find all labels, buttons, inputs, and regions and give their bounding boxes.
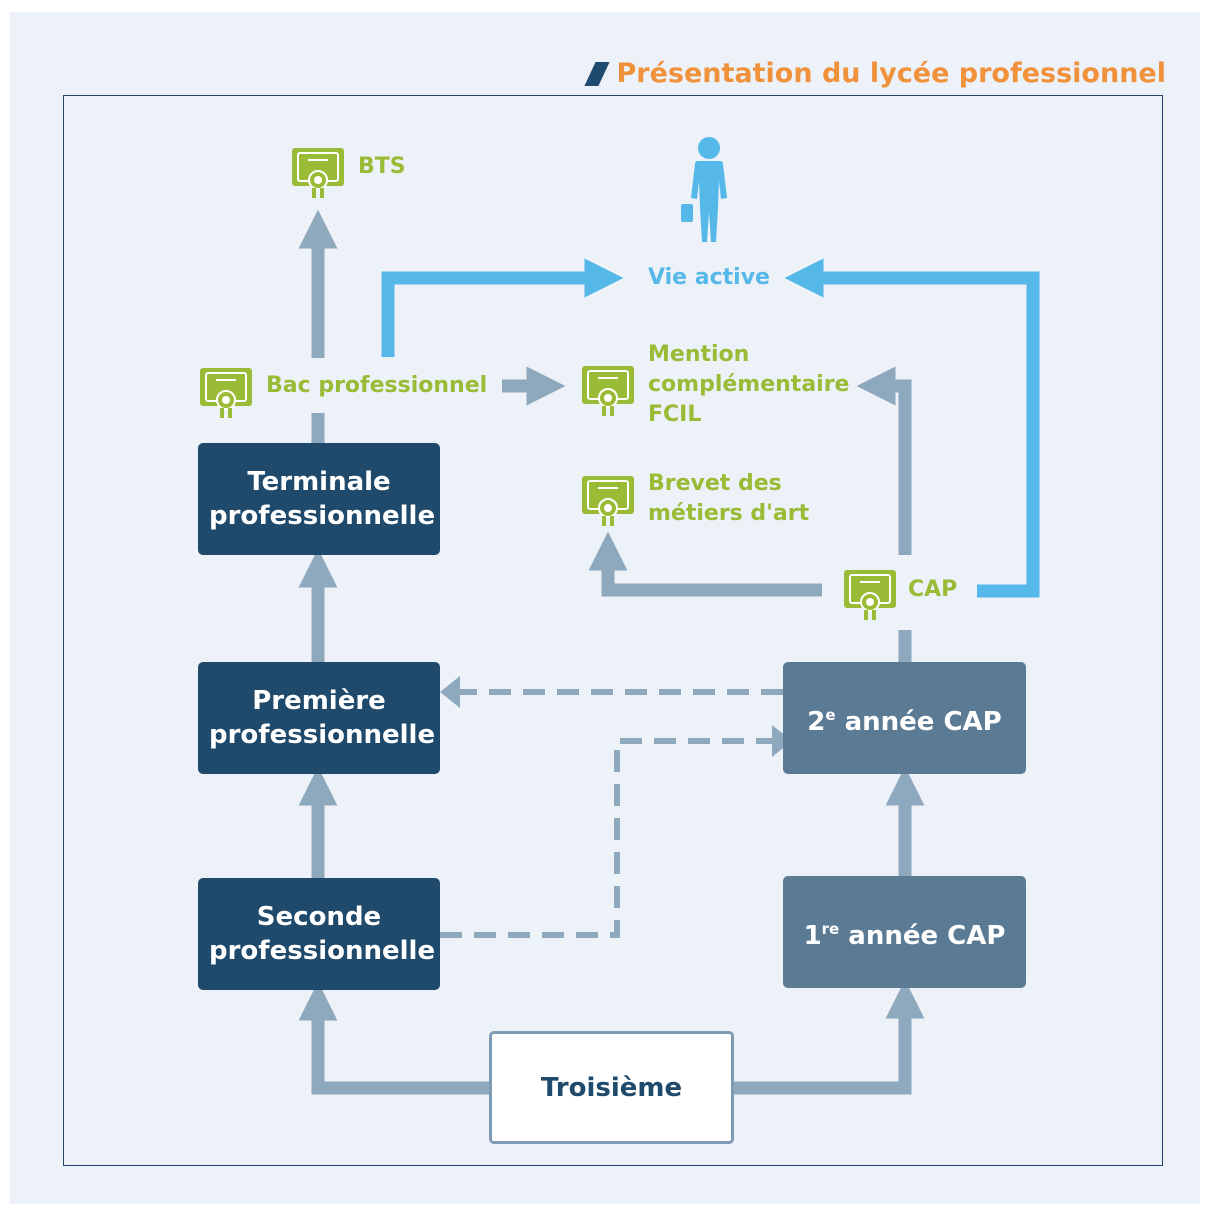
box-seconde-label: Seconde professionnelle [209, 902, 436, 966]
box-cap1-label: 1re année CAP [803, 919, 1006, 951]
arrow-cap-to-mention [856, 366, 912, 555]
box-1re-annee-cap: 1re année CAP [783, 876, 1026, 988]
ordinal-suffix: re [821, 919, 840, 938]
diploma-icon [582, 366, 634, 416]
arrow-troisieme-to-cap1 [733, 979, 925, 1095]
label-vie-active: Vie active [648, 265, 770, 290]
label-brevet-metiers-art: Brevet des métiers d'art [648, 471, 810, 526]
box-premiere-professionnelle: Première professionnelle [198, 662, 440, 774]
label-cap: CAP [908, 577, 958, 602]
page-title-text: Présentation du lycée professionnel [616, 58, 1166, 89]
diploma-icon [292, 148, 344, 198]
person-icon [681, 137, 727, 242]
arrow-troisieme-to-seconde [298, 981, 490, 1095]
box-terminale-professionnelle: Terminale professionnelle [198, 443, 440, 555]
diploma-icon [582, 476, 634, 526]
box-seconde-professionnelle: Seconde professionnelle [198, 878, 440, 990]
arrow-cap-to-vie-active [784, 258, 1040, 598]
diagram-frame [63, 95, 1163, 1166]
label-bac-professionnel: Bac professionnel [266, 373, 488, 398]
label-bts: BTS [358, 154, 406, 179]
dashed-seconde-to-cap2 [440, 738, 772, 938]
dashed-arrowhead-premiere [440, 676, 460, 708]
page-title: Présentation du lycée professionnel [584, 58, 1166, 89]
diploma-icon [844, 570, 896, 620]
box-2e-annee-cap: 2e année CAP [783, 662, 1026, 774]
arrow-cap-to-brevet [588, 531, 822, 597]
box-premiere-label: Première professionnelle [209, 686, 436, 750]
box-troisieme: Troisième [489, 1031, 734, 1144]
label-mention-complementaire: Mention complémentaire FCIL [648, 342, 850, 427]
page-background [10, 12, 1200, 1204]
box-terminale-label: Terminale professionnelle [209, 467, 436, 531]
ordinal-suffix: e [825, 705, 836, 724]
arrow-bac-to-vie-active [381, 258, 624, 357]
dashed-arrowhead-cap2 [772, 725, 792, 757]
box-cap2-label: 2e année CAP [807, 705, 1002, 737]
diploma-icon [200, 368, 252, 418]
box-troisieme-label: Troisième [540, 1072, 683, 1103]
